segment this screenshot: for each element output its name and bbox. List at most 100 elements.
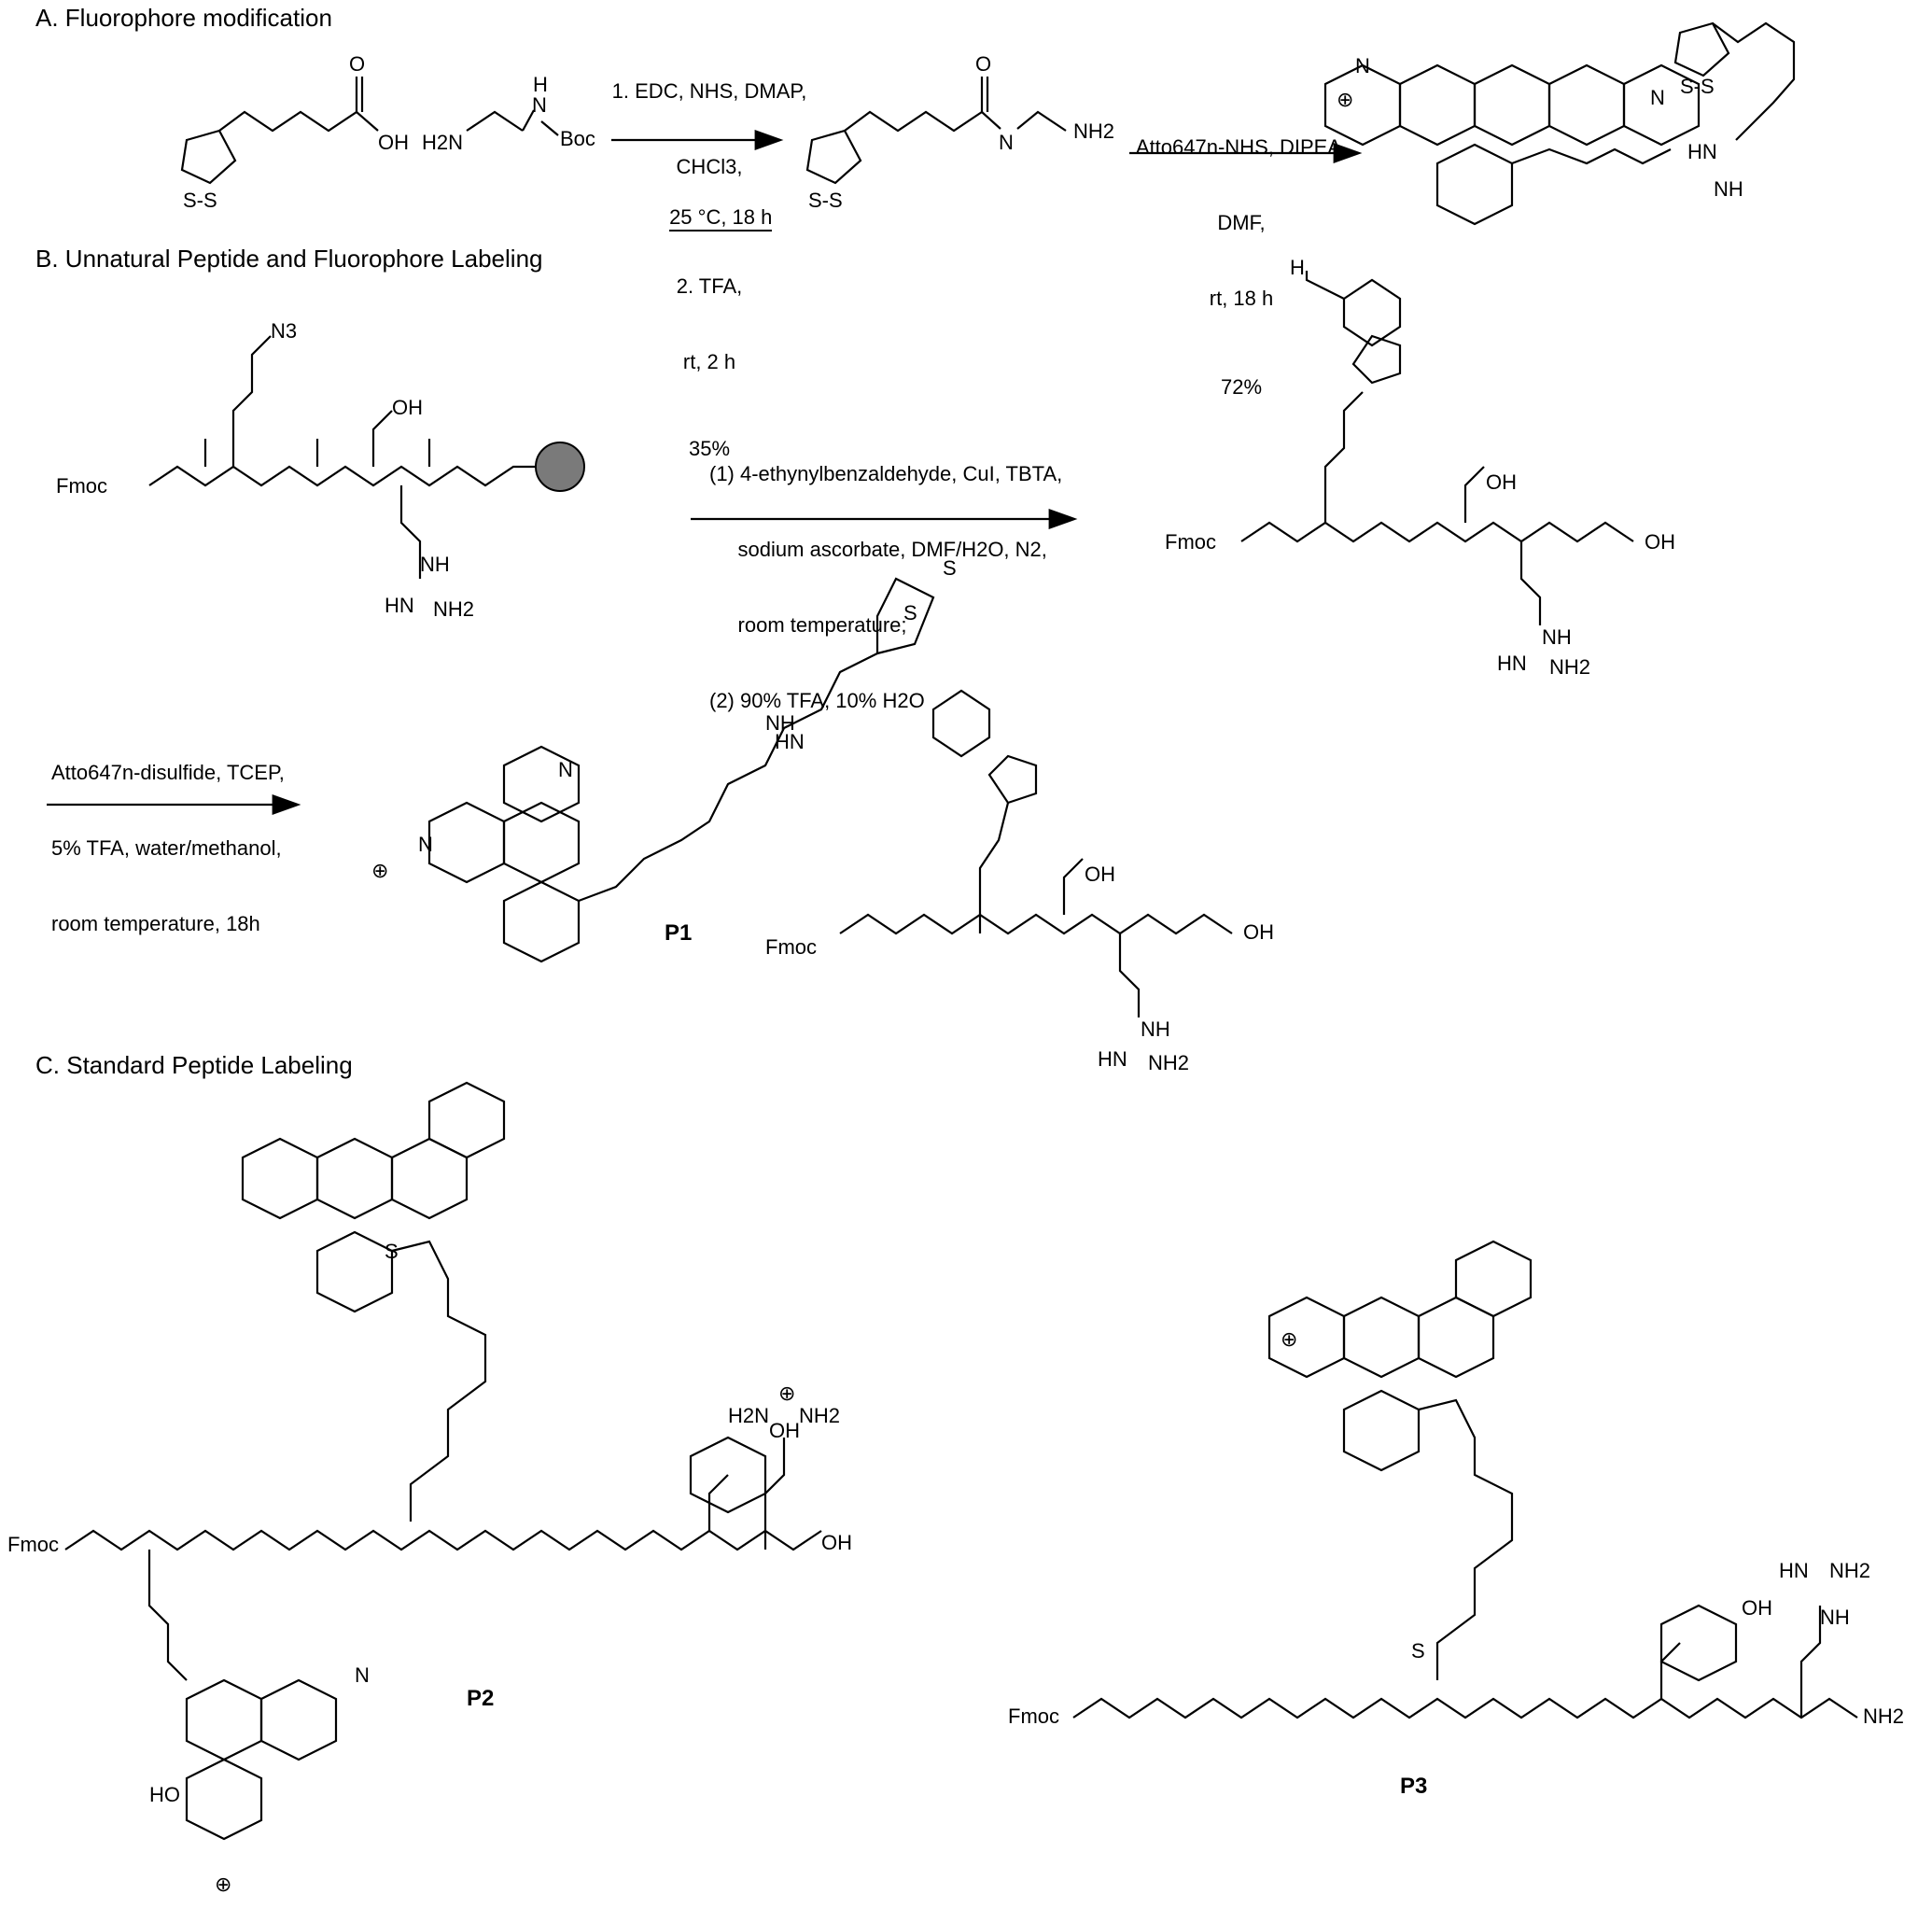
serine-side xyxy=(371,410,393,467)
p1-plus-label: ⊕ xyxy=(371,859,388,882)
p2-azet-n-label: N xyxy=(355,1663,370,1687)
resin-peptide-structure: Fmoc N3 OH NH HN NH2 xyxy=(56,319,585,621)
p2-ring-3 xyxy=(390,1137,469,1220)
p2-ring-1 xyxy=(241,1137,319,1220)
p1-guan-nh-label: NH xyxy=(1141,1017,1170,1041)
b2-lysine-side xyxy=(1323,391,1364,523)
p2-ring-2 xyxy=(315,1137,394,1220)
p1-s-label-1: S xyxy=(903,601,917,624)
b-nh-label: NH xyxy=(420,553,450,576)
b2-h-label: H xyxy=(1290,256,1305,279)
boc-label: Boc xyxy=(560,127,595,150)
reaction-b1-line-1: (1) 4-ethynylbenzaldehyde, CuI, TBTA, xyxy=(709,462,1063,485)
lipoamide-amine-structure: O N NH2 S-S xyxy=(805,52,1114,212)
acid-oh-bond xyxy=(356,111,379,132)
atto-nh-label: NH xyxy=(1714,177,1743,201)
p1-hn-label: HN xyxy=(775,730,805,753)
p3-nh2-label: NH2 xyxy=(1863,1705,1904,1728)
b2-hn-label: HN xyxy=(1497,652,1527,675)
p2-xanthene-ring-1 xyxy=(185,1758,263,1841)
triazole-ring xyxy=(1351,334,1402,385)
reaction-b2-line-2: 5% TFA, water/methanol, xyxy=(51,836,282,860)
b2-nh2-label: NH2 xyxy=(1549,655,1590,679)
reaction-b1-line-3: room temperature; xyxy=(709,613,907,637)
compound-label-p1: P1 xyxy=(665,920,693,946)
boc-ethylenediamine-structure: H2N N H Boc xyxy=(422,73,595,154)
product-dithiolane-ring xyxy=(805,129,862,185)
section-a-title: A. Fluorophore modification xyxy=(35,4,332,32)
benzaldehyde-ring xyxy=(1342,278,1402,347)
atto-lipoyl-chain xyxy=(1712,21,1796,141)
n-label: N xyxy=(532,93,547,117)
p1-s-label-2: S xyxy=(943,556,957,580)
p1-linker xyxy=(578,652,878,903)
p1-dithiane-ring xyxy=(875,577,935,655)
p2-arginine-side xyxy=(763,1438,786,1550)
p2-h2n-label: H2N xyxy=(728,1404,769,1427)
p3-linker xyxy=(1418,1398,1514,1680)
b-n3-label: N3 xyxy=(271,319,297,343)
peptide-backbone xyxy=(148,465,541,487)
p1-n-label: N xyxy=(418,833,433,856)
compound-label-p3: P3 xyxy=(1400,1774,1428,1799)
p3-peptide-backbone xyxy=(1072,1697,1858,1719)
atto647n-lipoamide-structure: N ⊕ N S-S HN NH xyxy=(1323,21,1796,226)
p2-fmoc-label: Fmoc xyxy=(7,1533,59,1556)
p2-azet-plus-label: ⊕ xyxy=(215,1873,231,1896)
arginine-side xyxy=(399,485,422,579)
lipoic-acid-structure: O OH S-S xyxy=(180,52,409,212)
p1-ring-1 xyxy=(427,801,506,884)
atto-ss-label: S-S xyxy=(1680,75,1715,98)
p3-ring-2 xyxy=(1342,1296,1421,1379)
p2-plus-label: ⊕ xyxy=(778,1382,795,1405)
reaction-a1-line-4: 2. TFA, xyxy=(676,274,743,298)
p2-ring-4 xyxy=(427,1081,506,1159)
b-fmoc-label: Fmoc xyxy=(56,474,107,498)
atto-linker xyxy=(1511,147,1672,165)
p1-ring-3 xyxy=(502,745,581,823)
reaction-b1-line-4: (2) 90% TFA, 10% H2O xyxy=(709,689,925,712)
p1-structure: ⊕ N N HN NH S S Fmoc OH OH NH HN NH2 xyxy=(371,556,1274,1074)
reaction-a1-line-3: 25 °C, 18 h xyxy=(669,204,773,231)
reaction-b2-line-1: Atto647n-disulfide, TCEP, xyxy=(51,761,285,784)
p1-guan-hn-label: HN xyxy=(1098,1047,1127,1071)
benzaldehyde-triazole-peptide-structure: Fmoc H OH OH NH HN NH2 xyxy=(1165,256,1675,679)
p1-lysine-side xyxy=(978,802,1010,933)
p2-benzo-ring xyxy=(185,1678,263,1761)
p1-aryl-ring xyxy=(931,689,991,758)
p1-serine-side xyxy=(1062,858,1084,915)
p2-benzoyl-ring xyxy=(315,1230,394,1313)
aldehyde-bond xyxy=(1305,271,1345,300)
p3-s-label: S xyxy=(1411,1639,1425,1662)
p1-nh-label: NH xyxy=(765,711,795,735)
product-nh2-label: NH2 xyxy=(1073,119,1114,143)
compound-label-p2: P2 xyxy=(467,1686,495,1711)
b2-oh-label: OH xyxy=(1486,470,1517,494)
ethylene-chain xyxy=(466,110,524,132)
b2-acid-oh-label: OH xyxy=(1645,530,1675,554)
p3-tyr-oh-label: OH xyxy=(1742,1596,1772,1620)
p3-tyrosine-ring xyxy=(1659,1604,1738,1682)
p2-linker xyxy=(391,1240,487,1522)
product-ethylene xyxy=(1016,110,1067,132)
p1-acid-oh-label: OH xyxy=(1243,920,1274,944)
reaction-b1-line-2: sodium ascorbate, DMF/H2O, N2, xyxy=(709,538,1047,561)
reaction-a1-line-2: CHCl3, xyxy=(676,155,743,178)
p3-structure: Fmoc S NH2 OH NH2 HN NH ⊕ xyxy=(1008,1240,1904,1728)
p2-tyr-oh-label: OH xyxy=(769,1419,800,1442)
section-b-title: B. Unnatural Peptide and Fluorophore Lab… xyxy=(35,245,543,273)
atto-ring-left xyxy=(1323,63,1402,147)
lipoic-o-label: O xyxy=(349,52,365,76)
p2-peptide-backbone xyxy=(64,1529,822,1551)
p1-n2-label: N xyxy=(558,758,573,781)
reaction-b2-line-3: room temperature, 18h xyxy=(51,912,260,935)
p3-guan-nh2-label: NH2 xyxy=(1829,1559,1870,1582)
p1-peptide-backbone xyxy=(839,913,1233,935)
product-amide-bond xyxy=(981,111,1001,130)
atto-benzoyl-ring xyxy=(1435,143,1514,226)
dithiolane-ring xyxy=(180,129,237,185)
p1-arginine-side xyxy=(1118,933,1141,1017)
b-oh-label: OH xyxy=(392,396,423,419)
h-label: H xyxy=(533,73,548,96)
